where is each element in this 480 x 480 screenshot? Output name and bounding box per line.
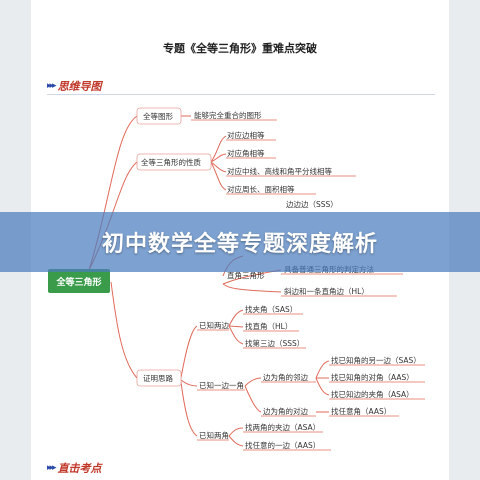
- section-header-mindmap: ▸▸▸ 思维导图: [47, 78, 102, 94]
- node1-description: 能够完全重合的图形: [194, 110, 262, 120]
- connector-line: [228, 435, 244, 447]
- node2-item: 对应周长、面积相等: [227, 184, 295, 194]
- two-sides-item: 找直角（HL）: [245, 321, 292, 331]
- adjacent-item: 找已知角的另一边（SAS）: [331, 355, 421, 365]
- node1-label: 全等图形: [143, 111, 173, 121]
- root-node-box: [48, 269, 110, 293]
- section-title: 直击考点: [57, 462, 102, 475]
- node-box-node1: [136, 107, 182, 125]
- adjacent-angle-label: 边为角的邻边: [263, 372, 308, 382]
- connector-line: [180, 379, 198, 387]
- branch-two-angles: 已知两角: [199, 430, 229, 440]
- connector-line: [210, 161, 227, 191]
- node3-item: 边边边（SSS）: [286, 200, 338, 209]
- connector-line: [228, 325, 244, 328]
- connector-line: [244, 377, 262, 387]
- node-box-node4: [136, 369, 182, 387]
- branch-side-angle: 已知一边一角: [199, 380, 244, 390]
- connector-line: [315, 377, 330, 396]
- connector-line: [315, 360, 330, 379]
- title-banner: 初中数学全等专题深度解析: [0, 212, 480, 272]
- node2-label: 全等三角形的性质: [141, 157, 201, 167]
- root-node-label: 全等三角形: [55, 276, 101, 288]
- connector-root-node4: [110, 281, 138, 379]
- node2-item: 对应中线、高线和角平分线相等: [227, 166, 332, 176]
- connector-line: [210, 153, 227, 163]
- node3-right-label: 直角三角形: [227, 270, 265, 280]
- node2-item: 对应角相等: [227, 148, 265, 158]
- two-sides-item: 找夹角（SAS）: [245, 304, 297, 314]
- two-sides-item: 找第三边（SSS）: [245, 338, 304, 348]
- section-header-key-points: ▸▸▸ 直击考点: [47, 460, 102, 476]
- connector-line: [210, 135, 227, 163]
- two-angles-item: 找任意的一边（AAS）: [245, 440, 320, 450]
- node4-label: 证明思路: [143, 373, 173, 383]
- banner-title: 初中数学全等专题深度解析: [101, 232, 378, 257]
- connector-line: [228, 325, 244, 345]
- section-title: 思维导图: [57, 80, 102, 93]
- opposite-angle-label: 边为角的对边: [263, 406, 308, 416]
- connector-line: [228, 309, 244, 327]
- node-box-node2: [136, 153, 212, 171]
- connector-line: [228, 427, 244, 437]
- connector-line: [244, 385, 262, 413]
- node3-right-item: 斜边和一条直角边（HL）: [284, 286, 369, 296]
- arrow-icon: ▸▸▸: [47, 463, 56, 473]
- branch-two-sides: 已知两边: [199, 320, 229, 330]
- node2-item: 对应边相等: [227, 130, 265, 140]
- arrow-icon: ▸▸▸: [47, 81, 56, 91]
- two-angles-item: 找两角的夹边（ASA）: [245, 422, 320, 432]
- section-divider: [47, 94, 435, 95]
- adjacent-item: 找已知角的对角（AAS）: [331, 372, 414, 382]
- adjacent-item: 找已知边的夹角（ASA）: [331, 389, 414, 399]
- connector-line: [180, 325, 198, 379]
- mindmap-diagram: 全等图形 能够完全重合的图形 全等三角形的性质 对应边相等 对应角相等 对应中线…: [48, 107, 425, 451]
- connector-line: [180, 381, 198, 437]
- connector-line: [222, 283, 282, 293]
- connector-line: [210, 161, 227, 173]
- opposite-item: 找任意角（AAS）: [331, 406, 391, 416]
- document-title: 专题《全等三角形》重难点突破: [163, 42, 317, 55]
